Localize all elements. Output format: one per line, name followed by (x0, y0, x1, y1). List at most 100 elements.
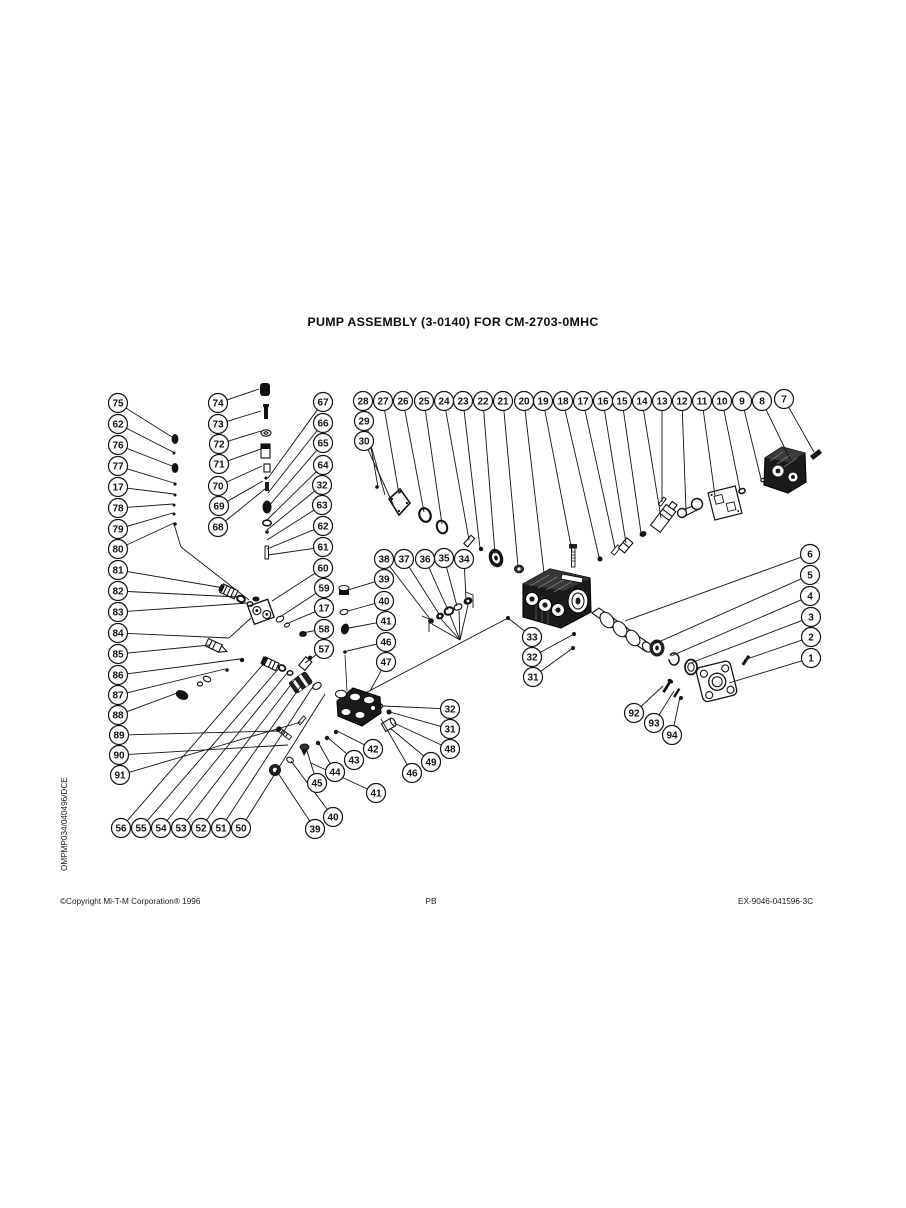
leader-line-72 (227, 430, 262, 442)
balloon-67 (312, 391, 334, 413)
seal-kit (428, 597, 473, 624)
balloon-91 (109, 764, 131, 786)
balloon-44 (324, 761, 346, 783)
leader-line-59 (279, 592, 317, 618)
balloon-32 (521, 646, 543, 668)
balloon-85 (107, 643, 129, 665)
balloon-number-28: 28 (357, 397, 369, 408)
balloon-number-17: 17 (112, 483, 124, 494)
balloon-number-55: 55 (135, 824, 147, 835)
balloon-10 (711, 390, 733, 412)
leader-line-50 (245, 693, 326, 821)
balloon-number-21: 21 (497, 397, 509, 408)
balloon-4 (799, 585, 821, 607)
leader-line-17 (584, 410, 616, 549)
pump-head-body (522, 568, 592, 629)
balloon-number-41: 41 (380, 617, 392, 628)
balloon-number-31: 31 (444, 725, 456, 736)
cover-screws (662, 654, 751, 700)
balloon-81 (107, 559, 129, 581)
balloon-number-62: 62 (112, 420, 124, 431)
balloon-number-66: 66 (317, 419, 329, 430)
balloon-65 (312, 432, 334, 454)
balloon-number-32: 32 (526, 653, 538, 664)
balloon-77 (107, 455, 129, 477)
balloon-number-71: 71 (213, 460, 225, 471)
balloon-6 (799, 543, 821, 565)
balloon-number-45: 45 (311, 779, 323, 790)
balloon-number-39: 39 (378, 575, 390, 586)
balloon-39 (304, 818, 326, 840)
leader-line-38 (389, 566, 431, 620)
balloon-number-18: 18 (557, 397, 569, 408)
balloon-number-94: 94 (666, 731, 678, 742)
leader-line-80 (126, 522, 175, 546)
balloon-79 (107, 518, 129, 540)
leader-line-93 (658, 690, 675, 716)
leader-line-15 (622, 410, 642, 534)
balloon-number-41: 41 (370, 789, 382, 800)
leader-line-85 (127, 644, 211, 654)
balloon-84 (107, 622, 129, 644)
leader-line-40 (347, 603, 375, 612)
balloon-40 (373, 590, 395, 612)
balloon-74 (207, 392, 229, 414)
leader-line-66 (267, 430, 318, 494)
balloon-number-40: 40 (327, 813, 339, 824)
leader-line-62 (126, 427, 174, 453)
valve-cap-stack (260, 383, 272, 560)
leader-line-18 (564, 410, 600, 558)
balloon-35 (433, 547, 455, 569)
leader-line-63 (266, 509, 315, 541)
balloon-38 (373, 548, 395, 570)
balloon-46 (375, 631, 397, 653)
leader-line-21 (503, 410, 519, 567)
balloon-number-38: 38 (378, 555, 390, 566)
leader-line-53 (186, 677, 297, 821)
check-valve-assembly (247, 596, 307, 637)
balloon-32 (311, 474, 333, 496)
leader-line-3 (687, 619, 803, 665)
balloon-89 (108, 724, 130, 746)
camshaft (591, 607, 653, 653)
balloon-5 (799, 564, 821, 586)
balloon-21 (492, 390, 514, 412)
balloon-26 (392, 390, 414, 412)
balloon-88 (107, 704, 129, 726)
balloon-15 (611, 390, 633, 412)
balloon-87 (107, 684, 129, 706)
balloon-54 (150, 817, 172, 839)
balloon-82 (107, 580, 129, 602)
balloon-number-53: 53 (175, 824, 187, 835)
balloon-59 (313, 577, 335, 599)
balloon-number-86: 86 (112, 671, 124, 682)
balloon-number-14: 14 (636, 397, 648, 408)
leader-line-41 (348, 622, 377, 629)
balloon-23 (452, 390, 474, 412)
balloon-number-36: 36 (419, 555, 431, 566)
leader-line-67 (267, 409, 318, 479)
leader-line-46 (380, 718, 408, 766)
leader-line-87 (127, 668, 226, 694)
balloon-number-78: 78 (112, 504, 124, 515)
balloon-number-24: 24 (438, 397, 450, 408)
balloon-46 (401, 762, 423, 784)
balloon-8 (751, 390, 773, 412)
balloon-92 (623, 702, 645, 724)
leader-line-60 (271, 572, 316, 602)
balloon-number-58: 58 (318, 625, 330, 636)
balloon-71 (208, 453, 230, 475)
drive-end-parts (375, 477, 766, 574)
balloon-number-30: 30 (358, 437, 370, 448)
leader-line-34 (464, 568, 467, 600)
balloon-61 (312, 536, 334, 558)
balloon-number-48: 48 (444, 745, 456, 756)
leader-line-51 (225, 684, 315, 821)
balloon-37 (393, 548, 415, 570)
leader-line-91 (128, 721, 302, 773)
leader-line-54 (166, 671, 289, 821)
footer-copyright: ©Copyright Mi-T-M Corporation® 1996 (60, 897, 201, 906)
balloon-number-42: 42 (367, 745, 379, 756)
balloon-number-2: 2 (808, 633, 814, 644)
balloon-3 (800, 606, 822, 628)
